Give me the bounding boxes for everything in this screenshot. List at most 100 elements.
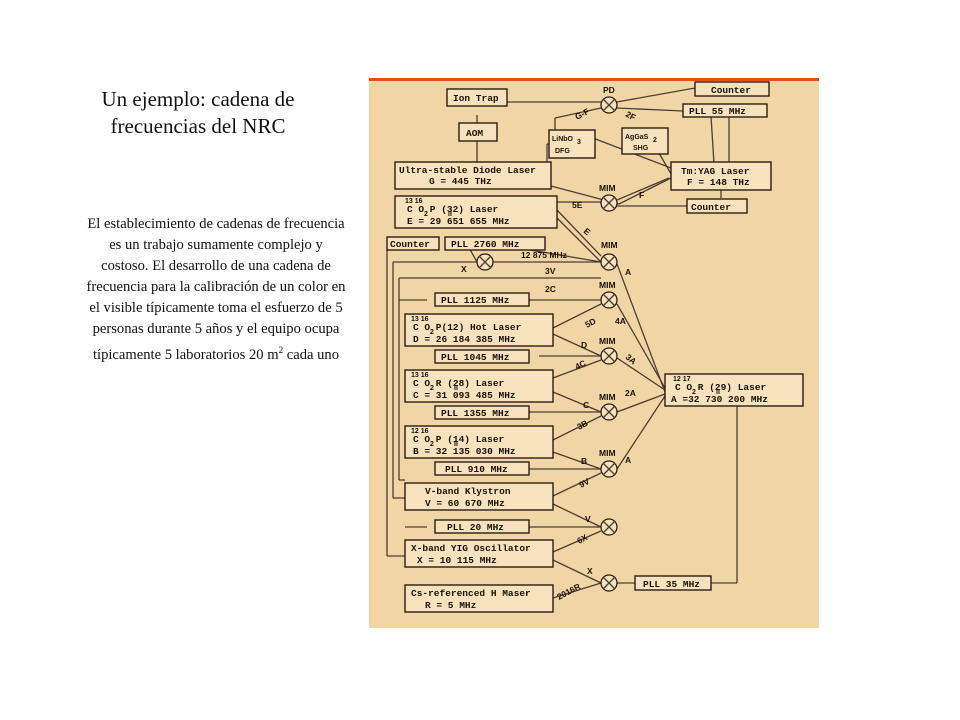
yig-oscillator-label: X-band YIG Oscillator xyxy=(411,543,531,554)
label-c: C xyxy=(583,400,589,410)
pll-35-label: PLL 35 MHz xyxy=(643,579,700,590)
body-superscript: 2 xyxy=(278,345,284,355)
label-mim-3: MIM xyxy=(599,280,616,290)
node-co2-laser-d: 13 16 C O P(12) Hot Laser 2 D = 26 184 3… xyxy=(404,313,554,347)
mixer-pd xyxy=(600,96,618,114)
pll-1045-label: PLL 1045 MHz xyxy=(441,352,509,363)
co2-a-isotopes: 12 17 xyxy=(673,376,691,383)
aom-label: AOM xyxy=(466,128,483,139)
mixer-mim-5 xyxy=(600,403,618,421)
node-yig-oscillator: X-band YIG Oscillator X = 10 115 MHz xyxy=(404,539,554,568)
node-counter-mid: Counter xyxy=(686,198,748,214)
co2-c-sub-ii: II xyxy=(454,385,458,392)
co2-b-isotopes: 12 16 xyxy=(411,428,429,435)
co2-d-sub-2: 2 xyxy=(430,329,434,336)
co2-b-sub-ii: II xyxy=(454,441,458,448)
label-mim-5: MIM xyxy=(599,392,616,402)
label-2a: 2A xyxy=(625,388,636,398)
slide-body-text: El establecimiento de cadenas de frecuen… xyxy=(86,214,346,366)
node-co2-laser-e: 13 16 C O P (32) Laser 2 II E = 29 651 6… xyxy=(394,195,558,229)
aggas2-subscript: 2 xyxy=(653,137,657,144)
diagram-top-border xyxy=(369,78,819,81)
counter-left-label: Counter xyxy=(390,239,430,250)
mixer-mim-4 xyxy=(600,347,618,365)
mixer-mim-1 xyxy=(600,194,618,212)
mixer-mim-6 xyxy=(600,460,618,478)
co2-a-freq: A =32 730 200 MHz xyxy=(671,394,768,405)
tmyag-laser-label: Tm:YAG Laser xyxy=(681,166,750,177)
label-mim-4: MIM xyxy=(599,336,616,346)
tmyag-laser-freq: F = 148 THz xyxy=(687,177,750,188)
co2-a-sub-2: 2 xyxy=(692,389,696,396)
label-e: E xyxy=(582,226,593,238)
pll-20-label: PLL 20 MHz xyxy=(447,522,504,533)
label-v: V xyxy=(585,514,591,524)
label-6x: 6X xyxy=(575,532,589,546)
label-4c: 4C xyxy=(573,358,587,372)
node-pll-1125: PLL 1125 MHz xyxy=(434,292,530,307)
co2-a-sub-ii: II xyxy=(716,389,720,396)
node-h-maser: Cs-referenced H Maser R = 5 MHz xyxy=(404,584,554,613)
klystron-freq: V = 60 670 MHz xyxy=(425,498,505,509)
slide-title: Un ejemplo: cadena de frecuencias del NR… xyxy=(101,87,295,138)
node-pll-55: PLL 55 MHz xyxy=(682,103,768,118)
label-5e: 5E xyxy=(572,200,583,210)
co2-b-freq: B = 32 135 030 MHz xyxy=(413,446,516,457)
co2-d-freq: D = 26 184 385 MHz xyxy=(413,334,516,345)
co2-c-label: C O R (28) Laser xyxy=(413,378,505,389)
mixer-x xyxy=(476,253,494,271)
label-2c: 2C xyxy=(545,284,556,294)
co2-a-label: C O R (29) Laser xyxy=(675,382,767,393)
ion-trap-label: Ion Trap xyxy=(453,93,499,104)
label-4a: 4A xyxy=(615,316,626,326)
label-mim-6: MIM xyxy=(599,448,616,458)
pll-1125-label: PLL 1125 MHz xyxy=(441,295,509,306)
co2-c-isotopes: 13 16 xyxy=(411,372,429,379)
pll-1355-label: PLL 1355 MHz xyxy=(441,408,509,419)
linbo3-subscript: 3 xyxy=(577,139,581,146)
co2-c-sub-2: 2 xyxy=(430,385,434,392)
h-maser-freq: R = 5 MHz xyxy=(425,600,476,611)
frequency-chain-diagram: Ion Trap AOM Counter PLL 55 MHz LiNbO 3 … xyxy=(369,78,819,628)
pll-910-label: PLL 910 MHz xyxy=(445,464,508,475)
diode-laser-freq: G = 445 THz xyxy=(429,176,492,187)
label-mim-1: MIM xyxy=(599,183,616,193)
node-pll-20: PLL 20 MHz xyxy=(434,519,530,534)
label-a-1: A xyxy=(625,267,631,277)
klystron-label: V-band Klystron xyxy=(425,486,511,497)
label-d: D xyxy=(581,340,587,350)
aggas2-shg-label: SHG xyxy=(633,145,649,152)
node-diode-laser: Ultra-stable Diode Laser G = 445 THz xyxy=(394,161,552,190)
co2-e-sub-2: 2 xyxy=(424,211,428,218)
node-linbo3: LiNbO 3 DFG xyxy=(548,129,596,159)
node-co2-laser-b: 12 16 C O P (14) Laser 2 II B = 32 135 0… xyxy=(404,425,554,459)
node-counter-left: Counter xyxy=(386,236,440,251)
linbo3-dfg-label: DFG xyxy=(555,148,570,155)
co2-e-label: C O P (32) Laser xyxy=(407,204,499,215)
label-3b: 3B xyxy=(575,418,589,432)
yig-oscillator-freq: X = 10 115 MHz xyxy=(417,555,497,566)
label-2f: 2F xyxy=(624,109,637,122)
node-pll-1045: PLL 1045 MHz xyxy=(434,349,530,364)
node-co2-laser-a: 12 17 C O R (29) Laser 2 II A =32 730 20… xyxy=(664,373,804,407)
co2-d-label: C O P(12) Hot Laser xyxy=(413,322,522,333)
pll-2760-label: PLL 2760 MHz xyxy=(451,239,519,250)
mixer-mim-2 xyxy=(600,253,618,271)
counter-mid-label: Counter xyxy=(691,202,731,213)
h-maser-label: Cs-referenced H Maser xyxy=(411,588,531,599)
co2-b-label: C O P (14) Laser xyxy=(413,434,505,445)
node-pll-2760: PLL 2760 MHz xyxy=(444,236,546,251)
label-3v: 3V xyxy=(545,266,556,276)
co2-d-isotopes: 13 16 xyxy=(411,316,429,323)
co2-b-sub-2: 2 xyxy=(430,441,434,448)
label-9v: 9V xyxy=(577,476,591,490)
node-counter-top: Counter xyxy=(694,81,770,97)
linbo3-label: LiNbO xyxy=(552,136,574,143)
body-text: El establecimiento de cadenas de frecuen… xyxy=(86,216,346,363)
label-pd: PD xyxy=(603,85,615,95)
node-klystron: V-band Klystron V = 60 670 MHz xyxy=(404,482,554,511)
label-b: B xyxy=(581,456,587,466)
label-x: X xyxy=(461,264,467,274)
mixer-symbols xyxy=(476,96,618,592)
node-pll-1355: PLL 1355 MHz xyxy=(434,405,530,420)
